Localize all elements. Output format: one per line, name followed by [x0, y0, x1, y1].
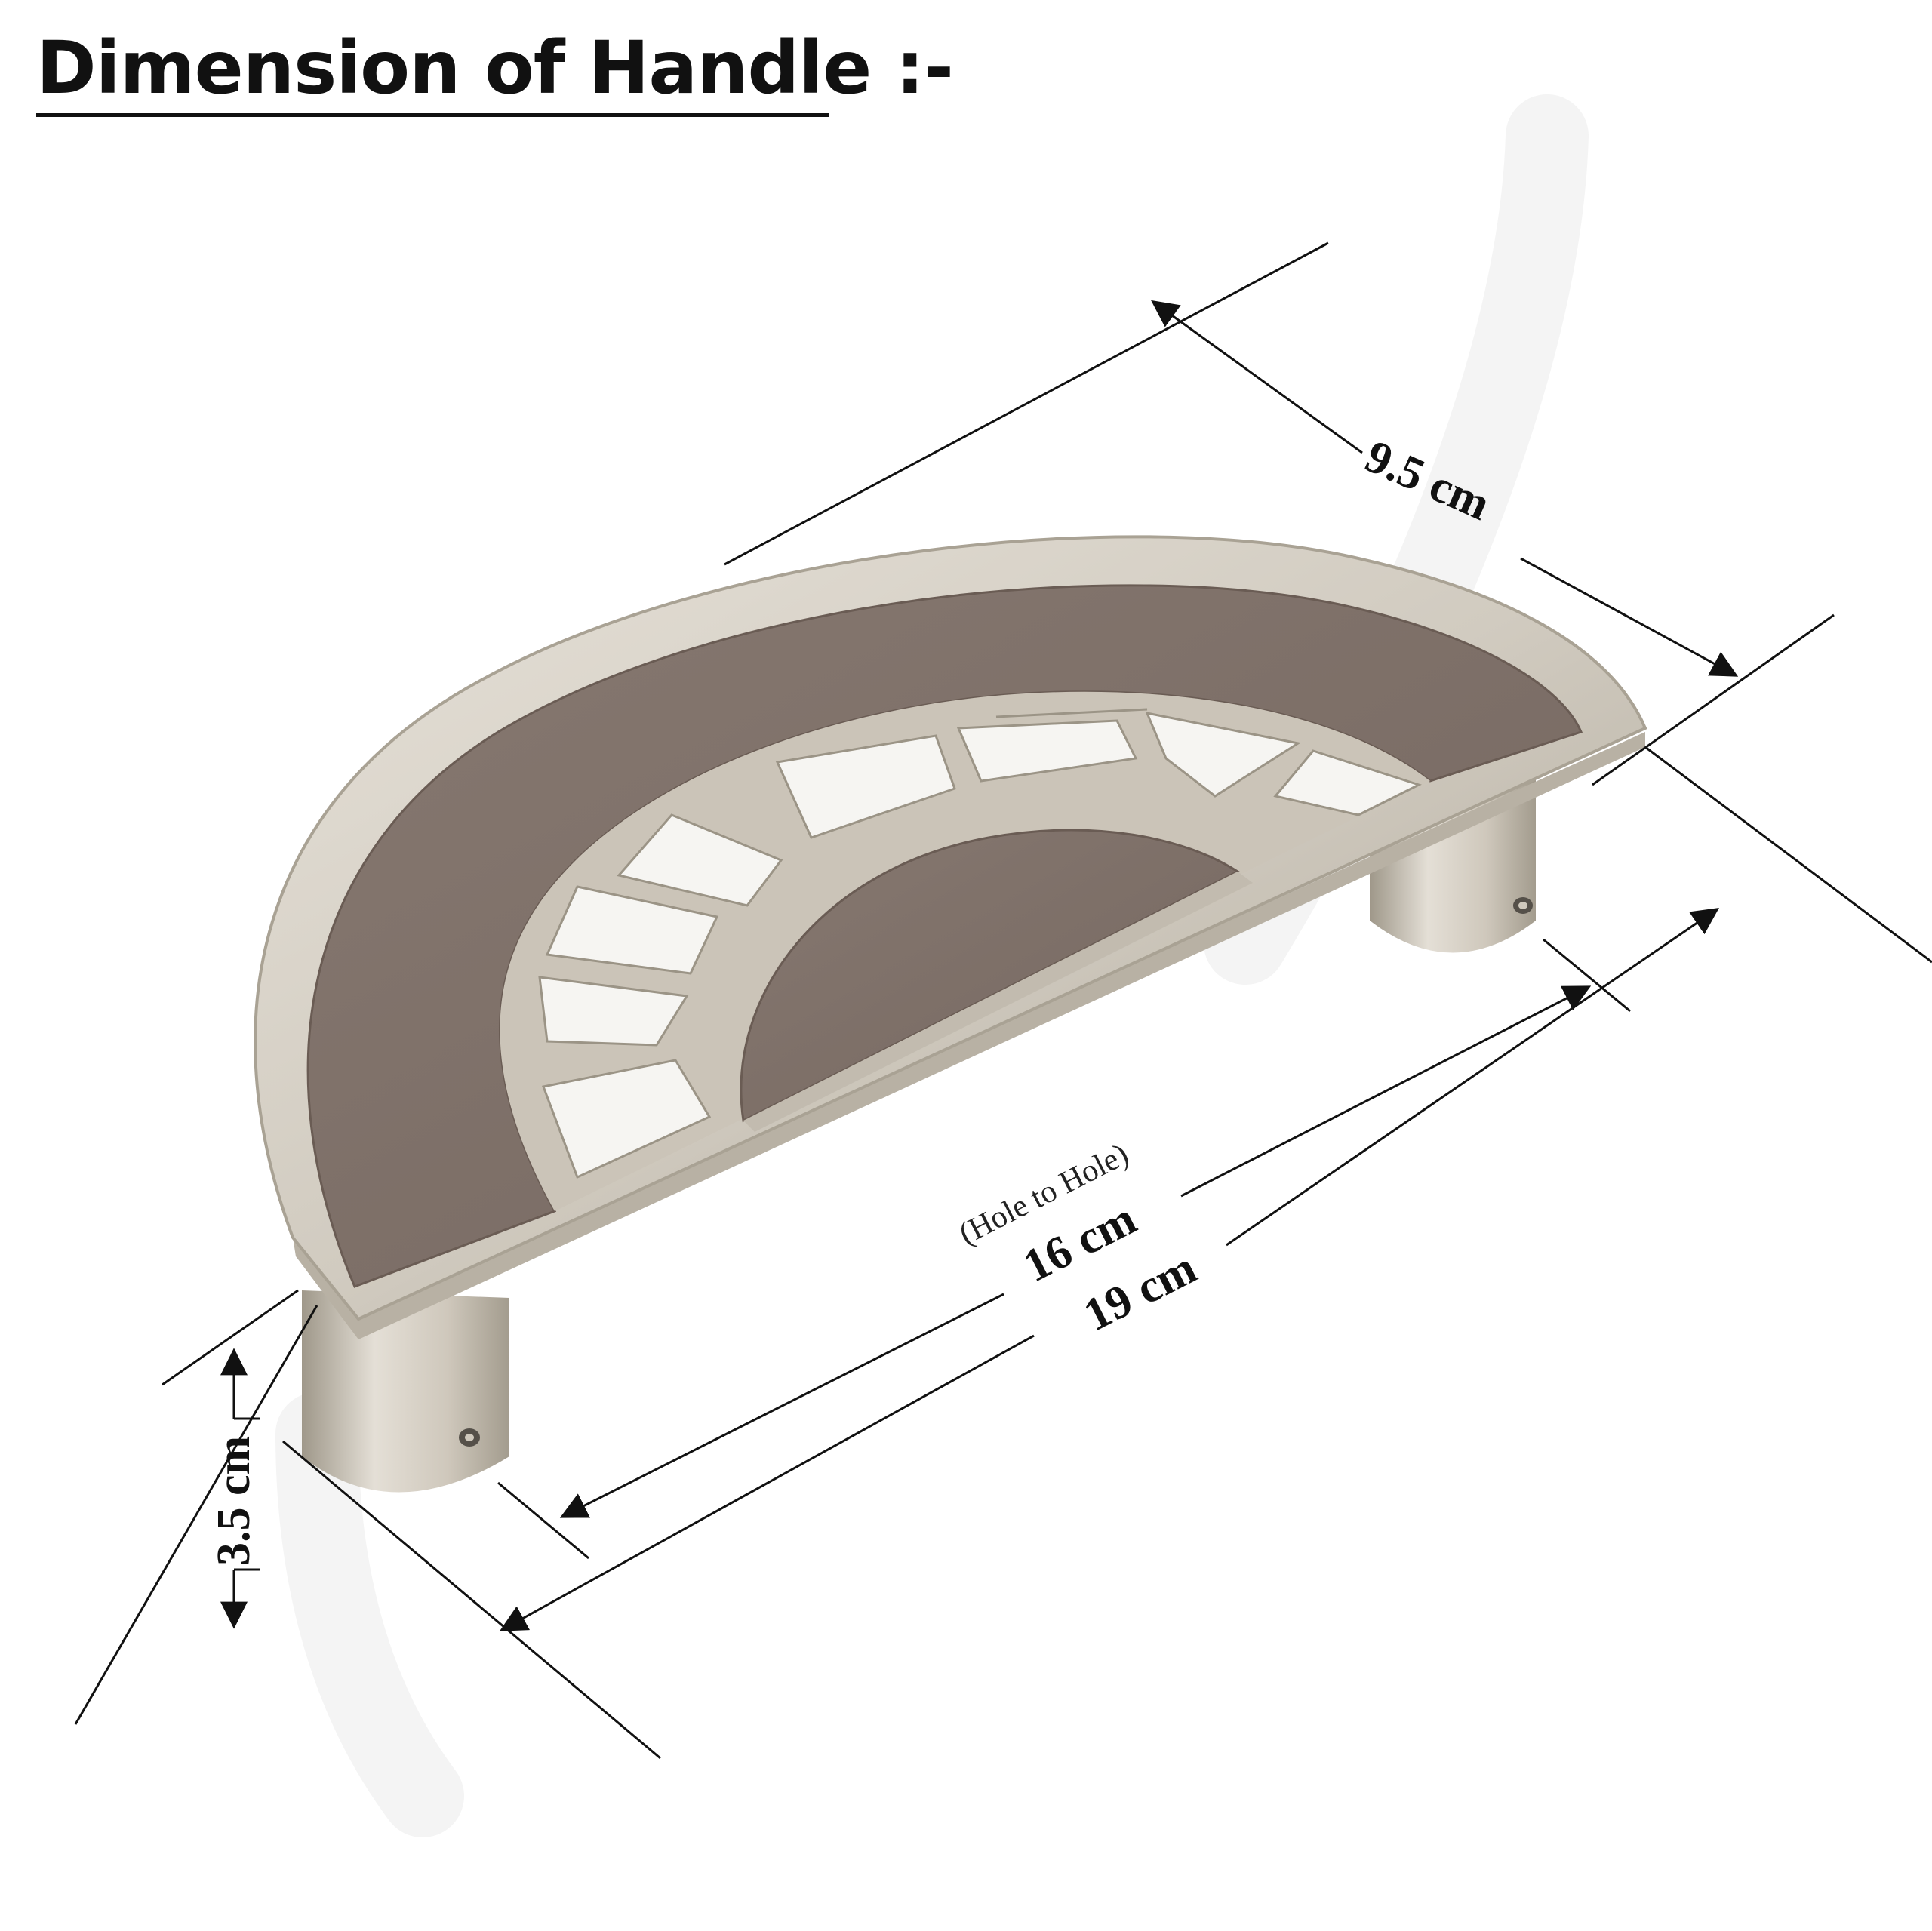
- height-label: 3.5 cm: [208, 1436, 260, 1566]
- page-title: Dimension of Handle :-: [36, 26, 954, 110]
- dimension-lines: [74, 241, 1932, 1760]
- handle-body: [254, 535, 1647, 1339]
- mounting-post-left: [302, 1290, 509, 1493]
- title-underline: [36, 113, 829, 117]
